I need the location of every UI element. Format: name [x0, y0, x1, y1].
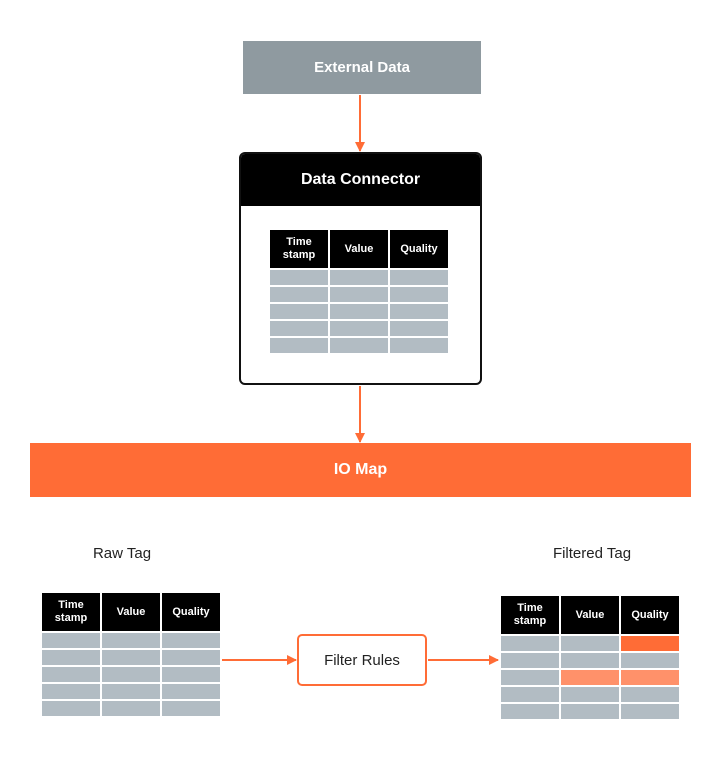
- flagged-cell: [621, 670, 679, 685]
- col-header-quality: Quality: [390, 230, 448, 268]
- table-row: [42, 667, 220, 682]
- data-connector-title: Data Connector: [300, 171, 421, 188]
- table-row: [42, 701, 220, 716]
- data-connector-box: Data Connector: [239, 152, 482, 385]
- table-row: [270, 321, 448, 336]
- table-row: [42, 633, 220, 648]
- col-header-value: Value: [330, 230, 388, 268]
- external-data-label: External Data: [314, 59, 410, 76]
- table-row: [42, 650, 220, 665]
- filtered-tag-label: Filtered Tag: [552, 545, 632, 562]
- external-data-box: External Data: [243, 41, 481, 94]
- table-row: [270, 304, 448, 319]
- col-header-quality: Quality: [162, 593, 220, 631]
- col-header-value: Value: [102, 593, 160, 631]
- flagged-cell: [621, 636, 679, 651]
- filter-rules-label: Filter Rules: [324, 651, 400, 669]
- table-row: [501, 636, 679, 651]
- col-header-value: Value: [561, 596, 619, 634]
- table-row: [501, 704, 679, 719]
- data-connector-header: Data Connector: [241, 154, 480, 206]
- table-row: [270, 287, 448, 302]
- col-header-quality: Quality: [621, 596, 679, 634]
- flagged-cell: [561, 670, 619, 685]
- io-map-label: IO Map: [333, 461, 388, 478]
- table-row: [270, 338, 448, 353]
- table-row: [42, 684, 220, 699]
- filter-rules-box: Filter Rules: [297, 634, 427, 686]
- raw-tag-label: Raw Tag: [92, 545, 152, 562]
- table-row: [501, 653, 679, 668]
- table-row: [501, 670, 679, 685]
- io-map-bar: IO Map: [30, 443, 691, 497]
- table-row: [270, 270, 448, 285]
- table-row: [501, 687, 679, 702]
